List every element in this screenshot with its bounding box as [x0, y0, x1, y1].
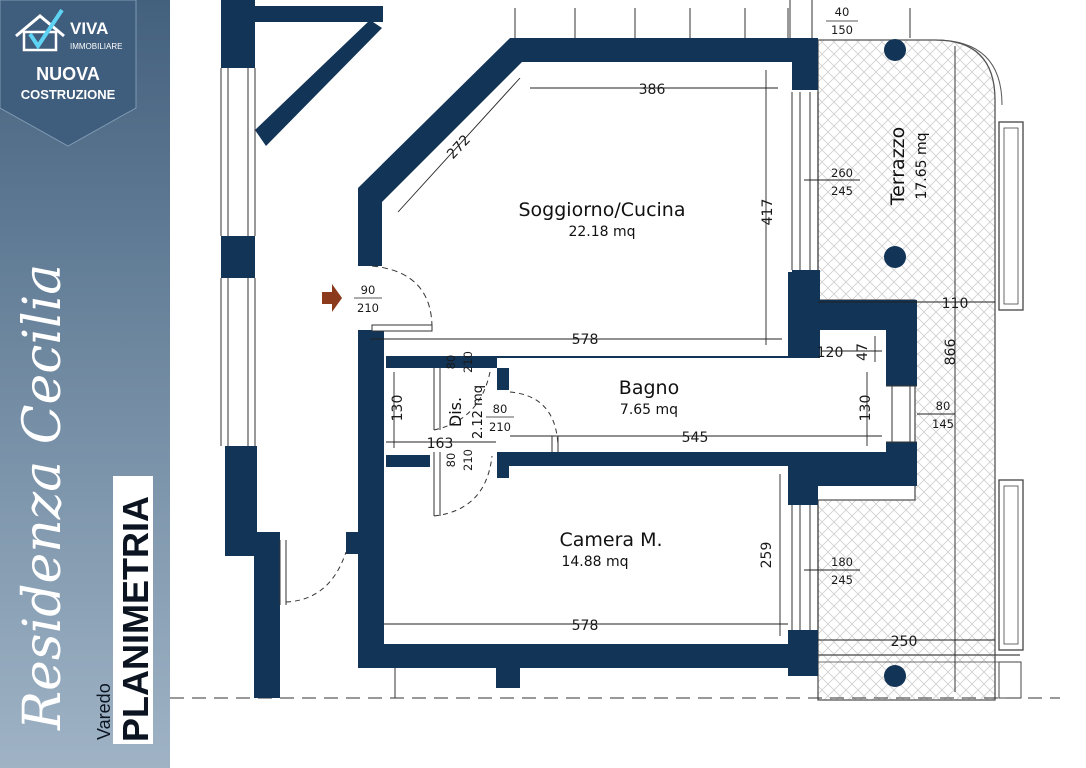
badge-nuova: NUOVA	[36, 64, 100, 84]
dim-bagno-step-height: 47	[855, 343, 871, 361]
brand-tagline: IMMOBILIARE	[70, 42, 122, 51]
terrace-column	[884, 246, 906, 268]
terrace-railing-top	[998, 121, 1024, 311]
viva-logo-icon	[15, 8, 65, 52]
room-soggiorno-area: 22.18 mq	[568, 224, 635, 240]
opening-bagno-window: 80 145	[932, 399, 954, 431]
project-name: Residenza Cecilia	[13, 264, 73, 731]
entrance-door-swing	[371, 265, 433, 329]
terrace-railing-bottom	[998, 479, 1024, 651]
dim-soggiorno-bottom: 578	[572, 332, 599, 348]
opening-dis-door-bottom: 80 210	[444, 449, 475, 471]
opening-dis-door-top: 80 210	[444, 351, 475, 373]
opening-camera-window: 180 245	[831, 555, 853, 587]
terrace-column	[884, 665, 906, 687]
brand-name: VIVA	[70, 19, 108, 38]
dim-camera-height: 259	[759, 542, 775, 569]
room-dis-area: 2.12 mq	[471, 385, 486, 439]
planimetria-label-bg	[113, 476, 153, 744]
dim-terrazzo-width-bottom: 250	[891, 634, 918, 650]
project-city: Varedo	[94, 683, 114, 740]
opening-entrance: 90 210	[354, 283, 382, 315]
opening-bagno-door: 80 210	[486, 402, 514, 434]
section-title: PLANIMETRIA	[115, 496, 156, 742]
opening-soggiorno-window: 260 245	[831, 166, 853, 198]
room-terrazzo-name: Terrazzo	[887, 127, 909, 207]
svg-text:80: 80	[444, 453, 458, 468]
entrance-arrow-icon	[322, 284, 342, 312]
room-camera-name: Camera M.	[559, 529, 662, 551]
room-terrazzo-area: 17.65 mq	[914, 132, 930, 199]
badge-costruzione: COSTRUZIONE	[21, 87, 116, 102]
apartment-walls	[358, 38, 917, 688]
dim-soggiorno-height: 417	[760, 199, 776, 226]
dim-dis-width: 163	[427, 436, 454, 452]
svg-text:245: 245	[831, 573, 853, 587]
room-bagno-area: 7.65 mq	[620, 402, 678, 418]
room-dis-name: Dis.	[446, 397, 465, 427]
svg-text:210: 210	[461, 351, 475, 373]
dim-terrazzo-width-top: 110	[942, 296, 969, 312]
svg-text:80: 80	[493, 402, 508, 416]
svg-text:180: 180	[831, 555, 853, 569]
dim-camera-width: 578	[572, 618, 599, 634]
svg-text:210: 210	[489, 420, 511, 434]
svg-text:145: 145	[932, 417, 954, 431]
dim-bagno-step-width: 120	[817, 345, 844, 361]
svg-text:260: 260	[831, 166, 853, 180]
svg-text:245: 245	[831, 184, 853, 198]
svg-text:90: 90	[361, 283, 376, 297]
svg-text:210: 210	[461, 449, 475, 471]
terrace-column	[884, 39, 906, 61]
dim-terrazzo-height: 866	[943, 339, 959, 366]
opening-top-right: 40 150	[826, 5, 858, 37]
room-camera-area: 14.88 mq	[561, 554, 628, 570]
svg-text:80: 80	[444, 355, 458, 370]
svg-text:150: 150	[831, 23, 853, 37]
room-soggiorno-name: Soggiorno/Cucina	[519, 199, 686, 221]
dim-bagno-width: 545	[682, 430, 709, 446]
dim-soggiorno-width: 386	[639, 82, 666, 98]
dim-bagno-height-right: 130	[858, 395, 874, 422]
svg-text:210: 210	[357, 301, 379, 315]
dim-soggiorno-diagonal: 272	[444, 132, 474, 162]
room-bagno-name: Bagno	[619, 377, 679, 399]
dim-bagno-height-left: 130	[390, 395, 406, 422]
svg-text:80: 80	[936, 399, 951, 413]
svg-text:40: 40	[835, 5, 850, 19]
corridor-walls	[221, 0, 383, 698]
